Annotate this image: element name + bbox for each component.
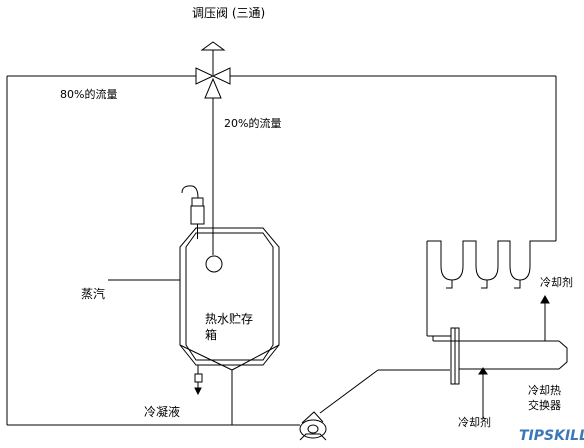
condensate-label: 冷凝液 [144, 405, 181, 419]
exchanger-label-1: 冷却热 [528, 384, 561, 397]
watermark: TIPSKILL [519, 428, 584, 444]
three-way-valve-icon [195, 41, 231, 99]
pump-icon [299, 411, 327, 441]
pump-discharge-line [319, 369, 379, 414]
hot-water-tank [179, 227, 280, 371]
valve-title: 调压阀 (三通) [192, 6, 266, 20]
float-trap-icon [427, 240, 556, 289]
flow-20-label: 20%的流量 [224, 117, 282, 130]
steam-label: 蒸汽 [81, 287, 106, 301]
tank-label-2: 箱 [205, 328, 218, 342]
flow-80-label: 80%的流量 [60, 88, 118, 101]
coolant-top-label: 冷却剂 [540, 276, 573, 289]
steam-trap-icon [194, 365, 203, 396]
temperature-sensor-icon [181, 185, 205, 239]
coolant-bottom-label: 冷却剂 [458, 416, 491, 429]
exchanger-label-2: 交换器 [528, 399, 561, 412]
tank-label-1: 热水贮存 [205, 312, 254, 326]
heat-exchanger [432, 327, 568, 385]
